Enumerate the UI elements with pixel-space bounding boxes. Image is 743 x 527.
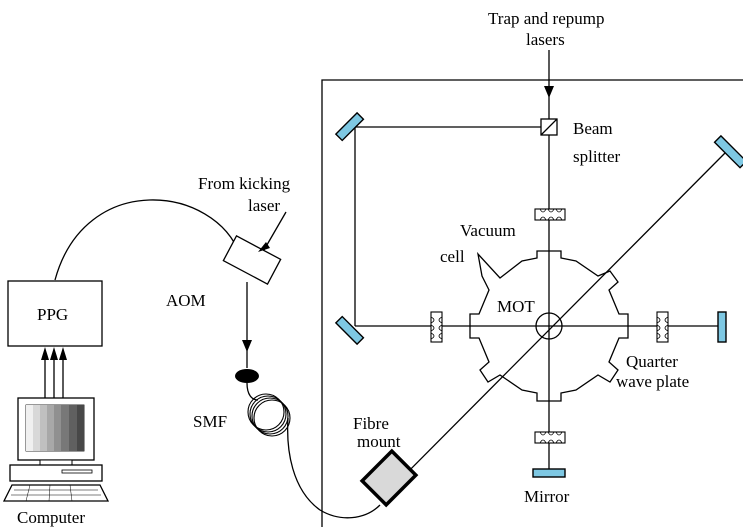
label-kick-line1: From kicking xyxy=(198,174,291,193)
wave-plate-left-icon xyxy=(430,311,443,343)
fibre-mount xyxy=(359,448,419,508)
label-qwp-line1: Quarter xyxy=(626,352,678,371)
label-smf: SMF xyxy=(193,412,227,431)
label-trap-line2: lasers xyxy=(526,30,565,49)
beam-splitter-icon xyxy=(540,118,558,136)
label-fibre-line2: mount xyxy=(357,432,401,451)
label-vac-line2: cell xyxy=(440,247,465,266)
mirror-bottom-icon xyxy=(532,468,566,478)
label-kick-line2: laser xyxy=(248,196,280,215)
label-ppg: PPG xyxy=(37,305,68,324)
kicking-laser-arrow xyxy=(263,211,287,251)
label-vac-line1: Vacuum xyxy=(460,221,516,240)
label-beam-line1: Beam xyxy=(573,119,613,138)
label-mot: MOT xyxy=(497,297,535,316)
label-aom: AOM xyxy=(166,291,206,310)
ppg-box xyxy=(7,280,103,347)
wave-plate-right-icon xyxy=(656,311,669,343)
mirror-top-left-icon xyxy=(334,111,365,142)
smf-coil-icon xyxy=(247,393,291,437)
label-trap-line1: Trap and repump xyxy=(488,9,604,28)
label-mirror: Mirror xyxy=(524,487,570,506)
optical-table-boundary xyxy=(321,79,743,527)
mirror-top-right-icon xyxy=(713,134,743,169)
vacuum-cell xyxy=(469,250,629,402)
mirrors xyxy=(334,111,743,478)
wave-plate-bottom-icon xyxy=(534,431,566,444)
trap-laser-arrow xyxy=(544,86,554,98)
fibre-coupler xyxy=(235,369,259,383)
mirror-right-icon xyxy=(717,311,727,343)
label-computer: Computer xyxy=(17,508,85,527)
aom-box xyxy=(222,235,282,285)
wave-plate-top-icon xyxy=(534,208,566,221)
wave-plates xyxy=(430,208,669,444)
label-qwp-line2: wave plate xyxy=(616,372,689,391)
computer-icon xyxy=(2,397,110,502)
label-beam-line2: splitter xyxy=(573,147,621,166)
mot-circle xyxy=(535,312,563,340)
smf-fibre xyxy=(246,382,381,519)
mirror-bottom-left-icon xyxy=(334,315,365,346)
label-fibre-line1: Fibre xyxy=(353,414,389,433)
computer-to-ppg-arrows xyxy=(44,356,64,398)
ppg-aom-cable xyxy=(54,199,241,281)
